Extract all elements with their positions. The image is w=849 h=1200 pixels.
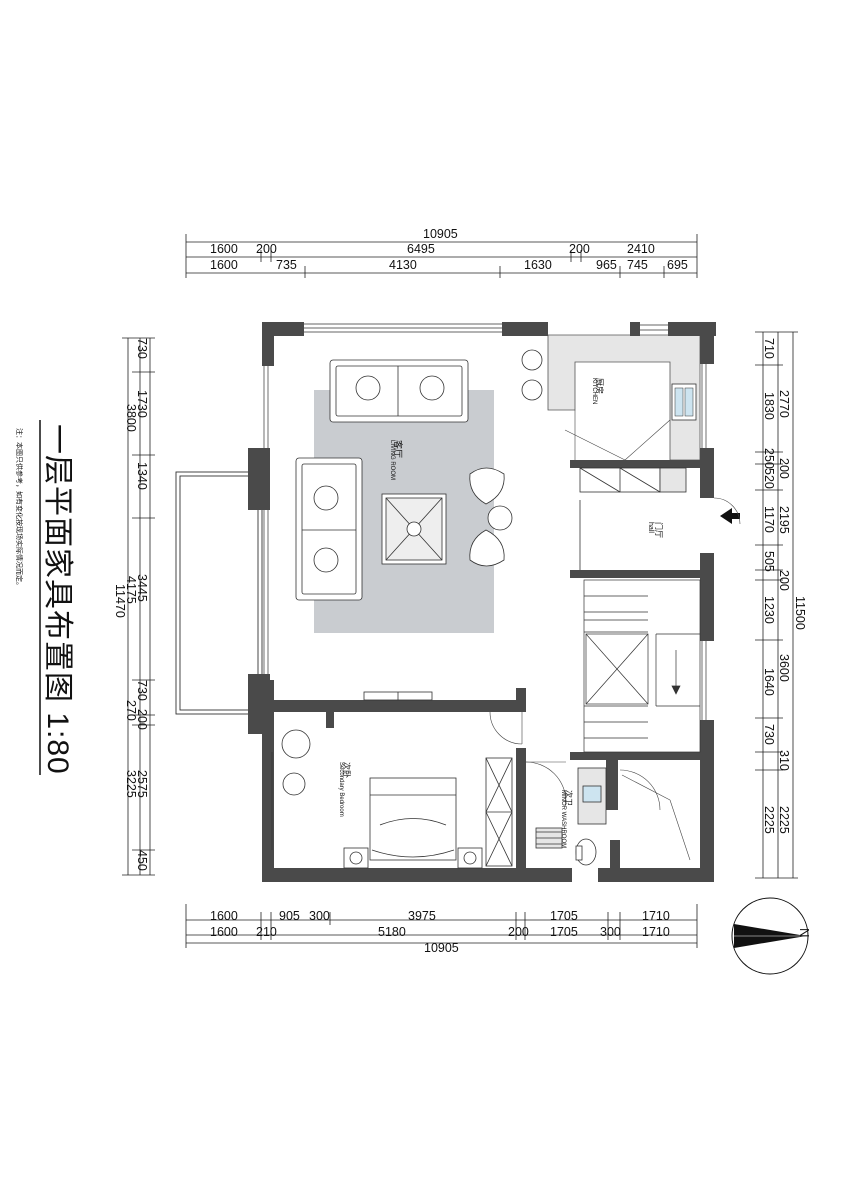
drawing-note: 注：本图只供参考，如有变化按现场实际情况而定。 [15, 428, 22, 589]
bedroom-furniture [281, 729, 513, 869]
dim-bottom-r2: 5180 [378, 925, 406, 939]
doors [489, 711, 661, 811]
room-label-washroom-en: MINOR WASHROOM [560, 790, 566, 849]
left-dimension-lines [122, 337, 155, 876]
dim-right-r2: 200 [777, 458, 791, 479]
windows [263, 323, 707, 850]
dim-top-r1: 2410 [627, 242, 655, 256]
entrance-arrow-icon [713, 497, 741, 525]
room-label-bedroom-en: Secondary Bedroom [338, 762, 344, 817]
room-label-hall-en: hall [647, 522, 654, 533]
room-label-living-en: LIVING ROOM [389, 440, 395, 481]
right-dimension-lines [755, 331, 798, 879]
dim-left-r1: 730 [135, 338, 149, 359]
balcony-outline [175, 471, 263, 715]
kitchen-counter [547, 334, 701, 461]
room-label-kitchen-en: KITCHEN [591, 378, 597, 405]
dim-right-r2: 310 [777, 750, 791, 771]
dim-bottom-total: 10905 [424, 941, 459, 955]
dim-top-r2: 735 [276, 258, 297, 272]
dim-right-total: 11500 [793, 596, 807, 630]
dim-top-r2: 695 [667, 258, 688, 272]
dim-left-r2: 3225 [124, 770, 138, 798]
dim-right-r1: 1640 [762, 668, 776, 696]
walls [248, 322, 716, 882]
dim-right-r1: 520 [762, 468, 776, 489]
dim-left-r2: 270 [124, 700, 138, 721]
dim-right-r2: 2195 [777, 506, 791, 534]
dim-bottom-r1: 1710 [642, 909, 670, 923]
dim-top-r1: 200 [256, 242, 277, 256]
dim-top-r1: 6495 [407, 242, 435, 256]
dim-bottom-r2: 210 [256, 925, 277, 939]
dim-top-total: 10905 [423, 227, 458, 241]
living-furniture [295, 349, 543, 701]
dim-right-r2: 200 [777, 570, 791, 591]
dim-top-r2: 1630 [524, 258, 552, 272]
dim-top-r1: 200 [569, 242, 590, 256]
dim-left-total: 11470 [113, 584, 127, 618]
dim-bottom-r2: 1705 [550, 925, 578, 939]
dim-top-r2: 1600 [210, 258, 238, 272]
dim-right-r1: 2225 [762, 806, 776, 834]
kitchen-lines [574, 410, 671, 461]
dim-right-r1: 1230 [762, 596, 776, 624]
dim-bottom-r1: 1600 [210, 909, 238, 923]
dim-bottom-r2: 1710 [642, 925, 670, 939]
top-dimension-lines [185, 234, 698, 278]
drawing-title: 一层平面家具布置图 1:80 [41, 424, 74, 775]
hall-cabinet [579, 467, 687, 570]
dim-bottom-r2: 200 [508, 925, 529, 939]
dim-right-r1: 710 [762, 338, 776, 359]
dim-bottom-r1: 300 [309, 909, 330, 923]
room-label-hall-cn: 门厅 [654, 522, 663, 538]
dim-bottom-r1: 3975 [408, 909, 436, 923]
dim-right-r1: 250 [762, 448, 776, 469]
dim-top-r2: 4130 [389, 258, 417, 272]
dim-left-r1: 450 [135, 850, 149, 871]
dim-right-r2: 2225 [777, 806, 791, 834]
dim-right-r2: 2770 [777, 390, 791, 418]
dim-bottom-r2: 1600 [210, 925, 238, 939]
staircase [583, 579, 701, 753]
bottom-dimension-lines [185, 904, 698, 948]
dim-top-r1: 1600 [210, 242, 238, 256]
dim-bottom-r1: 905 [279, 909, 300, 923]
dim-top-r2: 745 [627, 258, 648, 272]
dim-top-r2: 965 [596, 258, 617, 272]
north-label: N [797, 928, 812, 938]
dim-left-r2: 3800 [124, 404, 138, 432]
dim-right-r1: 1830 [762, 392, 776, 420]
dim-bottom-r2: 300 [600, 925, 621, 939]
north-arrow-icon [731, 897, 809, 975]
dim-right-r1: 1170 [762, 506, 776, 533]
storage-room-lines [621, 774, 691, 861]
dim-right-r1: 730 [762, 724, 776, 745]
dim-left-r1: 730 [135, 680, 149, 701]
washroom-fixtures [535, 767, 607, 866]
dim-right-r1: 505 [762, 551, 776, 572]
dim-right-r2: 3600 [777, 654, 791, 682]
dim-bottom-r1: 1705 [550, 909, 578, 923]
dim-left-r1: 1340 [135, 462, 149, 490]
